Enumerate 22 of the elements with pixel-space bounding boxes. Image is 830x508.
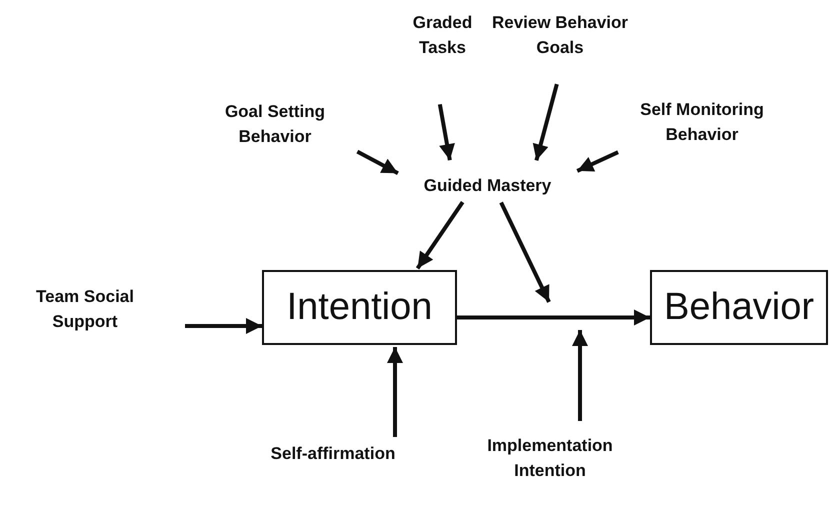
factor-label: Goal Setting Behavior	[205, 98, 345, 150]
arrow	[387, 347, 403, 437]
arrow	[438, 104, 455, 161]
arrow	[416, 201, 464, 270]
factor-label: Guided Mastery	[405, 172, 570, 198]
factor-label: Implementation Intention	[465, 433, 635, 483]
process-box	[650, 270, 828, 345]
factor-label: Team Social Support	[5, 284, 165, 334]
arrow	[532, 84, 559, 161]
arrow	[457, 310, 650, 326]
arrow	[499, 202, 551, 303]
box-label: Behavior	[664, 286, 814, 329]
process-box	[262, 270, 457, 345]
factor-label: Review Behavior Goals	[480, 10, 640, 60]
box-label: Intention	[286, 286, 432, 329]
arrow	[356, 150, 399, 176]
factor-label: Self Monitoring Behavior	[627, 96, 777, 148]
arrow	[572, 330, 588, 421]
arrow	[576, 150, 619, 173]
factor-label: Graded Tasks	[405, 10, 480, 60]
factor-label: Self-affirmation	[248, 440, 418, 466]
arrow	[185, 318, 262, 334]
